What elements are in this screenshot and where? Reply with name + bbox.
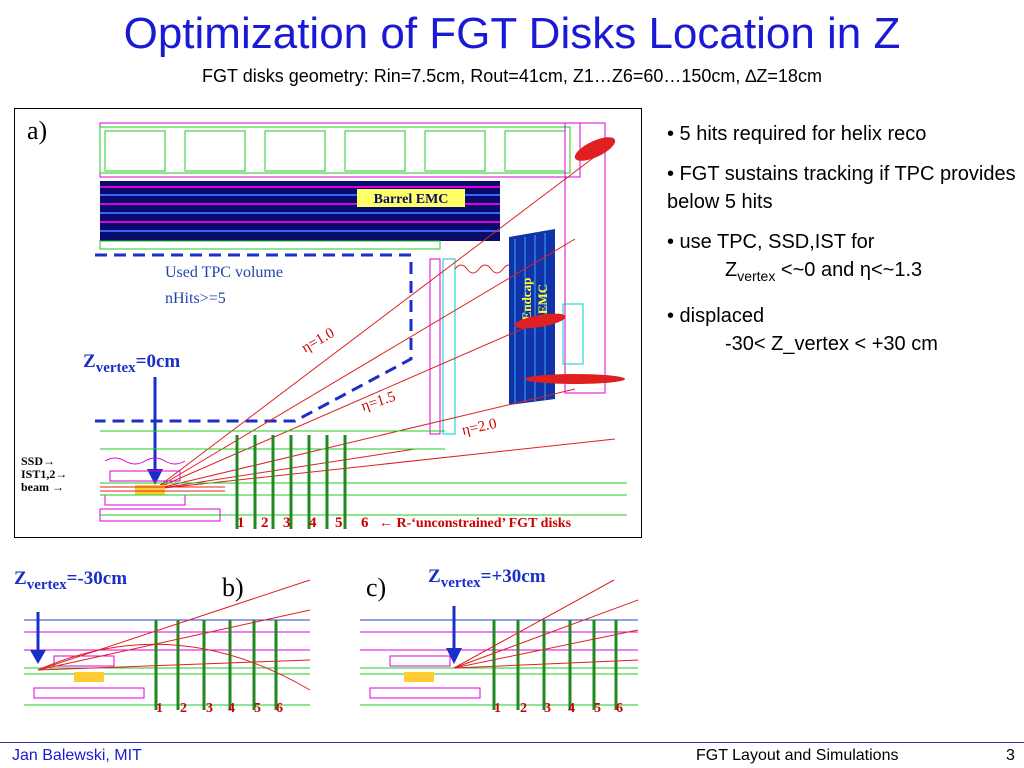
endcap-label-1: Endcap [519,278,534,321]
svg-text:4: 4 [228,701,235,716]
bullet-3-text: • use TPC, SSD,IST for [667,231,875,253]
track-lines [154,148,616,490]
hit-clusters [514,137,625,384]
bullet-4-detail: -30< Z_vertex < +30 cm [725,333,938,355]
footer-divider [0,742,1024,743]
footer-page-number: 3 [1006,747,1015,764]
tpc-volume-outline [95,253,413,423]
svg-text:5: 5 [594,701,601,716]
barrel-emc-band: Barrel EMC [100,181,500,241]
disks-caption: ← R-‘unconstrained’ FGT disks [379,516,572,531]
svg-text:5: 5 [335,515,343,531]
panel-c-label: c) [366,573,386,602]
panel-a-svg: Barrel EMC Used TPC volume nHits>=5 Endc… [21,116,627,531]
ist-label: IST1,2→ [21,467,67,481]
barrel-emc-label: Barrel EMC [374,192,449,207]
panel-c-svg: c) Zvertex=+30cm 1 2 3 4 5 6 [360,566,639,716]
footer-topic: FGT Layout and Simulations [696,747,899,764]
zvertex-label-b: Zvertex=-30cm [14,568,127,593]
bullet-4: • displaced [667,305,765,327]
svg-text:6: 6 [276,701,283,716]
tpc-label-line2: nHits>=5 [165,290,226,307]
svg-text:2: 2 [180,701,187,716]
svg-text:3: 3 [544,701,551,716]
zvertex-label-a: Zvertex=0cm [83,351,180,376]
svg-text:6: 6 [616,701,623,716]
svg-text:1: 1 [156,701,163,716]
svg-text:4: 4 [309,515,317,531]
svg-text:5: 5 [254,701,261,716]
bullet-3-detail: Zvertex <~0 and η<~1.3 [725,259,923,284]
endcap-label-2: EMC [535,284,550,314]
zvertex-label-c: Zvertex=+30cm [428,566,546,591]
panel-a-diagram: Barrel EMC Used TPC volume nHits>=5 Endc… [14,108,642,538]
panel-a-label: a) [27,116,47,145]
svg-text:4: 4 [568,701,575,716]
eta-label-3: η=2.0 [461,416,499,439]
svg-text:3: 3 [283,515,291,531]
svg-text:1: 1 [237,515,245,531]
eta-label-1: η=1.0 [299,325,337,356]
bullet-3: • use TPC, SSD,IST for [667,228,1017,256]
bullet-2: • FGT sustains tracking if TPC provides … [667,163,1016,213]
bullet-1: • 5 hits required for helix reco [667,123,927,145]
panel-b-svg: Zvertex=-30cm b) 1 2 3 4 5 6 [14,568,311,716]
page-subtitle: FGT disks geometry: Rin=7.5cm, Rout=41cm… [202,66,822,86]
ssd-label: SSD→ [21,454,55,468]
bullet-list: • 5 hits required for helix reco • FGT s… [667,120,1017,370]
svg-text:2: 2 [520,701,527,716]
svg-text:3: 3 [206,701,213,716]
page-title: Optimization of FGT Disks Location in Z [123,9,901,58]
beam-label: beam → [21,480,64,494]
footer-author: Jan Balewski, MIT [12,747,142,764]
svg-text:2: 2 [261,515,269,531]
panel-b-label: b) [222,573,244,602]
svg-text:6: 6 [361,515,369,531]
eta-label-2: η=1.5 [359,389,397,415]
tpc-label-line1: Used TPC volume [165,264,283,281]
svg-text:1: 1 [494,701,501,716]
disk-number-labels-a: 1 2 3 4 5 6 [237,515,369,531]
fgt-disks-a [235,435,347,529]
